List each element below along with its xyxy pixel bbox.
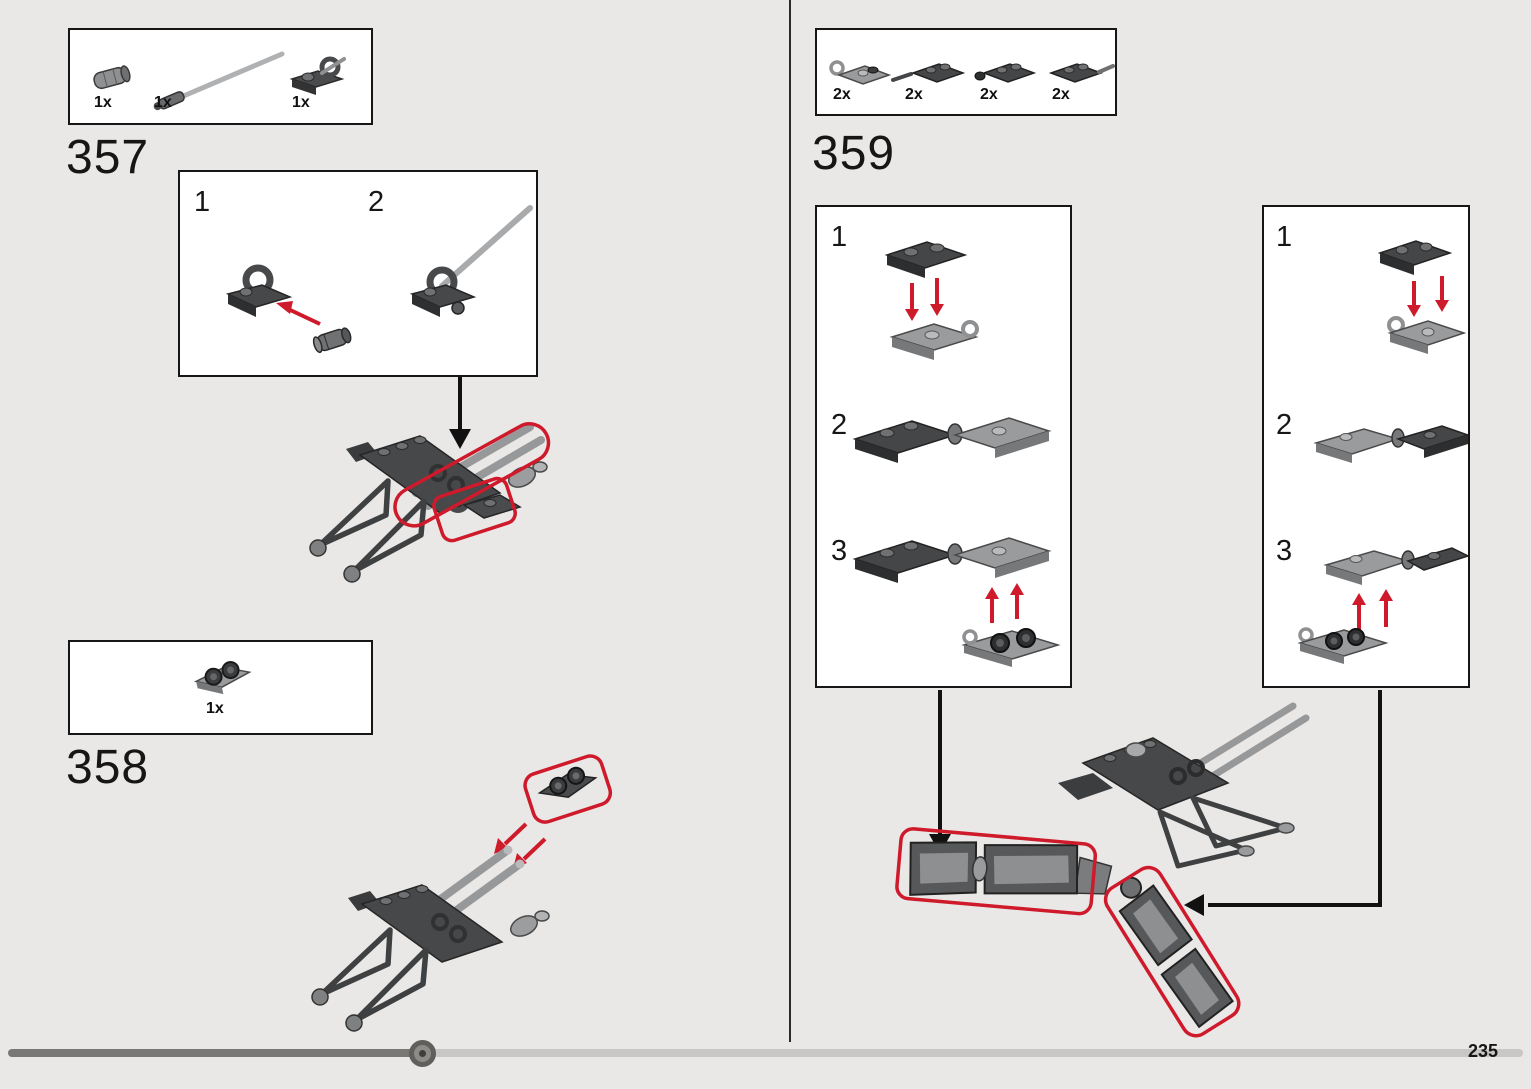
sub-assembly-359-right-illustration — [1297, 240, 1468, 664]
progress-knob-dot — [419, 1050, 426, 1057]
parts-box-358: 1x — [68, 640, 373, 735]
step-number-359: 359 — [812, 127, 896, 180]
handle-plate-icon — [891, 63, 966, 83]
clip-piece-with-bar — [409, 205, 533, 317]
parts-box-357: 1x 1x 1x — [68, 28, 373, 125]
step-number-357: 357 — [66, 131, 150, 184]
substep-label: 1 — [831, 221, 848, 253]
substep-label: 1 — [194, 186, 211, 218]
technic-pin-icon — [93, 65, 131, 90]
part-count: 2x — [1052, 86, 1070, 103]
plate-with-clip-icon — [289, 56, 346, 95]
model-illustration-358 — [311, 754, 613, 1032]
model-illustration-359 — [895, 690, 1382, 1038]
parts-box-359-illustration — [829, 60, 1115, 85]
sled-body — [1058, 702, 1310, 869]
substep-label: 2 — [368, 186, 385, 218]
new-arm-diagonal-highlighted — [1103, 865, 1241, 1038]
ring-plate — [961, 628, 1061, 667]
plate-with-rings-icon — [193, 661, 252, 695]
hinged-plates — [852, 537, 1052, 583]
dark-plate — [1377, 240, 1453, 275]
clip-plate — [889, 320, 979, 360]
part-count: 2x — [833, 86, 851, 103]
substep-label: 1 — [1276, 221, 1293, 253]
parts-box-359: 2x 2x 2x 2x — [815, 28, 1117, 116]
clip-plate-icon — [829, 60, 892, 85]
assembly-arrow-icon — [1184, 690, 1382, 916]
attach-arrow-icon — [905, 278, 944, 321]
highlight-outline-bar — [393, 422, 551, 528]
bar-plate-icon — [1048, 63, 1115, 83]
part-count: 1x — [206, 700, 224, 717]
attach-arrow-icon — [1407, 276, 1449, 317]
dark-plate — [884, 241, 968, 278]
sled-body — [311, 845, 550, 1032]
progress-knob[interactable] — [409, 1040, 436, 1067]
assembly-arrow-icon — [449, 377, 471, 449]
socket-plate-icon — [974, 63, 1037, 83]
attach-arrow-icon — [276, 301, 321, 326]
technic-pin-piece — [312, 327, 352, 354]
new-arm-horizontal-highlighted — [895, 827, 1113, 916]
clip-piece — [225, 264, 293, 317]
part-count: 1x — [94, 94, 112, 111]
page-number: 235 — [1468, 1041, 1499, 1061]
progress-scrubber-track[interactable] — [8, 1049, 1523, 1057]
sub-assembly-box-359-left: 1 2 3 — [815, 205, 1072, 688]
sub-assembly-357-illustration — [225, 205, 533, 354]
part-count: 2x — [980, 86, 998, 103]
highlight-outline-clip — [432, 476, 517, 543]
bar-with-handle-icon — [153, 51, 285, 111]
part-count: 1x — [292, 94, 310, 111]
model-illustration-357 — [309, 377, 551, 583]
progress-fill — [8, 1049, 420, 1057]
hinged-plates — [1323, 547, 1468, 585]
new-plate-highlighted — [523, 754, 613, 824]
substep-label: 2 — [831, 409, 848, 441]
part-count: 1x — [154, 94, 172, 111]
hinged-plates — [852, 417, 1052, 463]
attach-arrow-icon — [1352, 589, 1393, 631]
sub-assembly-box-359-right: 1 2 3 — [1262, 205, 1470, 688]
step-number-358: 358 — [66, 741, 150, 794]
sub-assembly-box-357: 1 2 — [178, 170, 538, 377]
parts-box-357-illustration — [93, 51, 346, 111]
clip-plate — [1387, 316, 1467, 354]
substep-label: 3 — [1276, 535, 1293, 567]
ring-plate — [1297, 627, 1389, 664]
attach-arrow-icon — [985, 583, 1024, 623]
column-divider — [789, 0, 791, 1042]
sub-assembly-359-left-illustration — [852, 241, 1061, 667]
parts-box-358-illustration — [193, 661, 252, 695]
substep-label: 2 — [1276, 409, 1293, 441]
hinged-plates — [1313, 425, 1468, 463]
substep-label: 3 — [831, 535, 848, 567]
part-count: 2x — [905, 86, 923, 103]
